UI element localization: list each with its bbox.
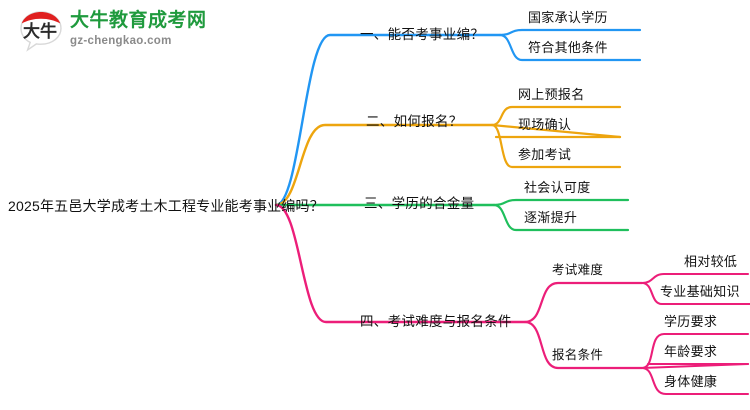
root-node-label[interactable]: 2025年五邑大学成考土木工程专业能考事业编吗？ [8,198,324,214]
branch-3-leaf-2-connector [492,203,630,232]
branch-2-trunk [274,123,494,207]
leaf-node-xianchang-queren[interactable]: 现场确认 [518,117,572,132]
logo-domain: gz-chengkao.com [70,35,172,47]
branch-1-connectors [274,28,642,207]
sub-branch-kaoshi-nandu-label[interactable]: 考试难度 [552,263,604,277]
logo-title: 大牛教育成考网 [70,10,207,31]
branch-node-2-label[interactable]: 二、如何报名？ [366,114,463,129]
branch-3-connectors [274,198,630,232]
leaf-node-zhujian-tisheng[interactable]: 逐渐提升 [524,210,578,225]
logo-text-group: 大牛教育成考网 gz-chengkao.com [70,9,210,49]
sub-branch-baoming-tiaojian-label[interactable]: 报名条件 [552,348,604,362]
leaf-node-shehui-renkedu[interactable]: 社会认可度 [524,180,591,195]
logo-mark-icon: 大牛 [20,11,62,52]
site-logo[interactable]: 大牛 大牛教育成考网 gz-chengkao.com [18,8,208,56]
branch-4-connectors [274,203,750,396]
branch-4-sub-1-connector [523,281,644,324]
branch-4-sub-1-leaf-2-connector [640,281,750,306]
branch-2-connectors [274,105,622,207]
branch-3-leaf-1-connector [492,198,630,207]
leaf-node-shenti-jiankang[interactable]: 身体健康 [664,374,718,389]
branch-4-trunk [274,203,527,324]
leaf-node-xiangdui-jiaodi[interactable]: 相对较低 [684,254,738,269]
branch-node-3-label[interactable]: 三、学历的合金量 [364,196,475,211]
leaf-node-guojia-chengren-xueli[interactable]: 国家承认学历 [528,10,608,25]
branch-1-trunk [274,33,502,207]
logo-mark-text: 大牛 [23,21,57,41]
leaf-node-canjia-kaoshi[interactable]: 参加考试 [518,147,572,162]
branch-1-leaf-1-connector [498,28,642,37]
branch-node-4-label[interactable]: 四、考试难度与报名条件 [360,314,512,329]
leaf-node-nianling-yaoqiu[interactable]: 年龄要求 [664,344,718,359]
branch-4-sub-2-leaf-3-connector [640,366,750,396]
leaf-node-zhuanye-jichu-zhishi[interactable]: 专业基础知识 [660,284,740,299]
branch-node-1-label[interactable]: 一、能否考事业编？ [360,27,485,42]
branch-4-sub-1-leaf-1-connector [640,272,750,285]
branch-2-leaf-2-connector [490,123,622,139]
branch-2-leaf-3-connector [490,123,622,169]
branch-1-leaf-2-connector [498,33,642,62]
branch-4-sub-2-connector [523,320,644,370]
leaf-node-wangshang-yubaoming[interactable]: 网上预报名 [518,87,585,102]
leaf-node-xueli-yaoqiu[interactable]: 学历要求 [664,314,718,329]
leaf-node-fuhe-qita-tiaojian[interactable]: 符合其他条件 [528,40,608,55]
